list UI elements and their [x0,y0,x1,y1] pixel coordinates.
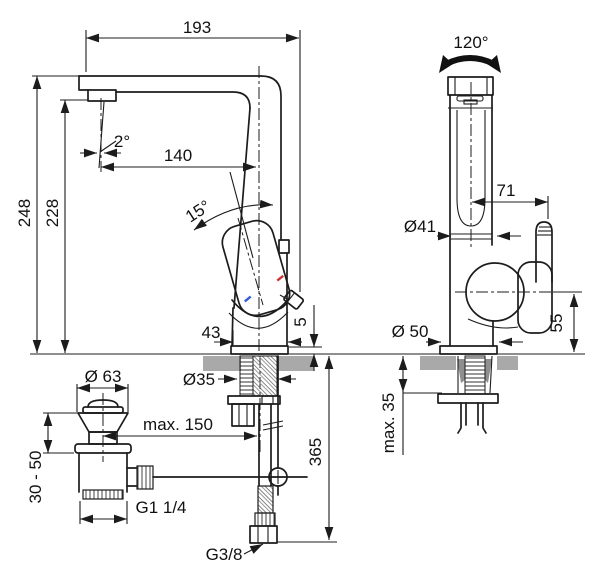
popup-waste-drain [74,393,154,500]
hot-indicator [276,274,284,282]
dim-handle-reach: 71 [497,181,516,200]
dim-rod-reach: max. 150 [143,415,213,434]
spout-outline [78,75,282,309]
label-waste-thread: G1 1/4 [135,498,186,517]
handle-axis-centerline [237,217,264,306]
dim-spout-angle: 2° [114,132,130,151]
body-shell-curve [231,299,287,318]
supply-hose [249,403,284,544]
pull-rod-knob [283,289,305,310]
dim-outlet-to-axis: 140 [164,146,192,165]
dim-handle-tilt: 15° [182,196,214,226]
cold-indicator [244,295,252,303]
dim-body-dia: Ø41 [404,217,436,236]
left-view-faucet: 193 248 228 2° 140 15° 43 [15,18,337,564]
mounting-shank [227,345,289,427]
handle-lever-front [535,221,553,283]
handle-axis-line [229,171,254,259]
dim-waste-flange-dia: Ø 63 [85,367,122,386]
dim-outlet-height: 228 [43,199,62,227]
dim-swivel-angle: 120° [453,33,488,52]
front-mounting [437,345,499,434]
dim-hose-length: 365 [306,438,325,466]
dim-body-width: 43 [202,323,221,342]
spout-angle-line [98,101,105,169]
handle-hinge-tab [278,239,290,254]
right-view-faucet: 120° 71 Ø41 Ø 50 55 max. 35 [379,33,582,455]
dim-waste-adjust-range: 30 - 50 [26,451,45,504]
rod-gland-nut [136,465,154,490]
dim-handle-axis-height: 55 [547,314,566,333]
front-body-outline [447,76,553,347]
dim-base-dia: Ø 50 [392,322,429,341]
label-hose-thread: G3/8 [206,545,243,564]
dim-spout-reach: 193 [183,18,211,37]
swivel-arc-arrow [439,55,501,73]
dim-base-plate-height: 5 [291,317,310,326]
dim-deck-hole-dia: Ø35 [183,370,215,389]
dim-deck-thickness: max. 35 [379,393,398,453]
dim-total-height: 248 [15,199,34,227]
right-view-dimensions: 120° 71 Ø41 Ø 50 55 max. 35 [379,33,581,455]
